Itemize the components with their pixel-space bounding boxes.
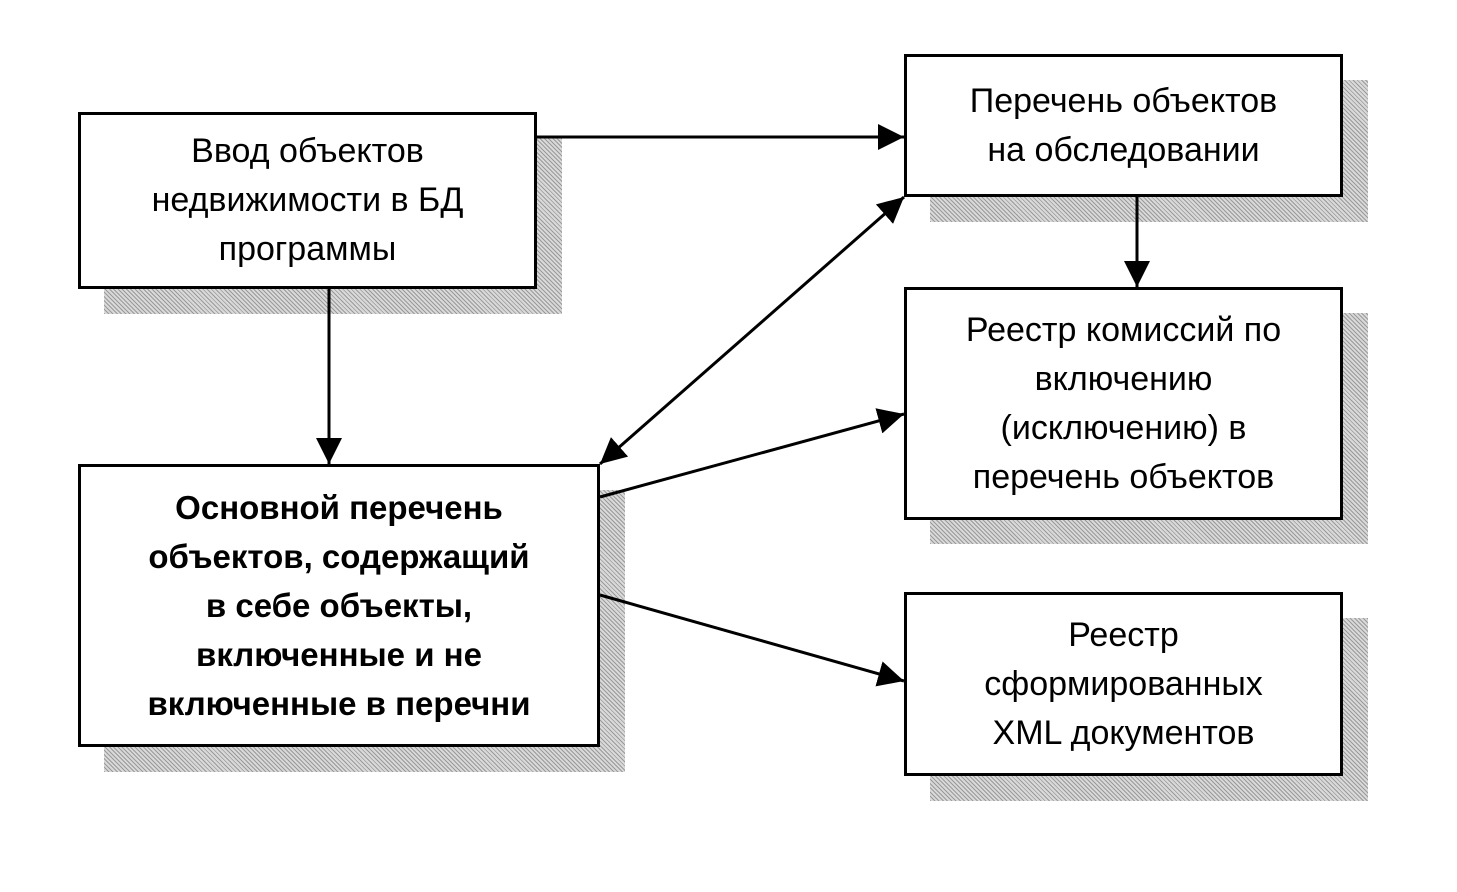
main-box-line-4: включенные и не [196, 636, 482, 673]
commission-box-line-3: (исключению) в [1000, 408, 1247, 447]
xml-box-line-2: сформированных [984, 664, 1263, 703]
survey-box-line-1: Перечень объектов [969, 81, 1278, 120]
xml-box-line-1: Реестр [1068, 615, 1179, 654]
commission-box-line-4: перечень объектов [972, 457, 1275, 496]
input-box-line-1: Ввод объектов [191, 132, 424, 170]
commission-registry-box: Реестр комиссий по включению (исключению… [904, 287, 1343, 520]
survey-list-box: Перечень объектов на обследовании [904, 54, 1343, 197]
input-objects-box: Ввод объектов недвижимости в БД программ… [78, 112, 537, 289]
main-list-box: Основной перечень объектов, содержащий в… [78, 464, 600, 747]
main-box-line-5: включенные в перечни [147, 685, 531, 722]
survey-box-line-2: на обследовании [987, 130, 1260, 169]
xml-box-line-3: XML документов [992, 713, 1255, 752]
commission-box-line-2: включению [1034, 359, 1213, 398]
arrow-main-to-commission [599, 408, 905, 499]
arrow-main-to-xml [599, 593, 905, 687]
main-box-line-2: объектов, содержащий [148, 538, 530, 575]
main-box-line-1: Основной перечень [175, 489, 503, 526]
main-box-line-3: в себе объекты, [205, 587, 473, 624]
xml-registry-box: Реестр сформированных XML документов [904, 592, 1343, 776]
arrow-main-survey-bidirectional [599, 195, 905, 466]
input-box-line-2: недвижимости в БД [151, 181, 464, 219]
commission-box-line-1: Реестр комиссий по [965, 310, 1282, 349]
input-box-line-3: программы [218, 230, 397, 268]
